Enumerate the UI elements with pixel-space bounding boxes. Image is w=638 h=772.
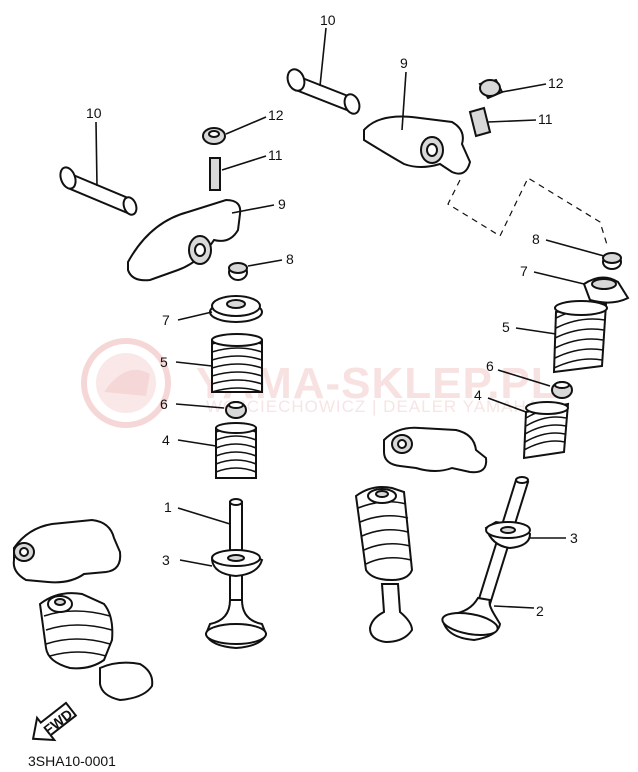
callout-3-right: 3: [570, 530, 578, 546]
valve-seat-right: [484, 520, 532, 550]
valve-seal-left: [225, 401, 247, 419]
callout-12-left: 12: [268, 107, 284, 123]
callout-7-right: 7: [520, 263, 528, 279]
callout-4-right: 4: [474, 387, 482, 403]
callout-5-left: 5: [160, 354, 168, 370]
callout-6-right: 6: [486, 358, 494, 374]
valve-cap-right: [602, 252, 622, 270]
watermark-sub-text: WOJCIECHOWICZ | DEALER YAMAHA: [206, 397, 539, 416]
valve-assembly-reference-center: [354, 486, 414, 644]
rocker-arm-left: [127, 198, 242, 282]
valve-assembly-reference-left: [38, 592, 154, 702]
assembly-guide-dashed: [447, 177, 609, 249]
spring-retainer-left: [209, 295, 263, 323]
rocker-arm-right: [363, 115, 472, 175]
valve-seal-right: [551, 381, 573, 399]
inner-spring-left: [215, 422, 257, 479]
callout-9-top: 9: [400, 55, 408, 71]
callout-7-left: 7: [162, 312, 170, 328]
outer-spring-right: [552, 300, 608, 374]
adjuster-screw-left: [209, 157, 221, 191]
valve-right: [441, 476, 530, 642]
callout-10-left: 10: [86, 105, 102, 121]
adjuster-screw-right: [468, 106, 492, 138]
callout-6-left: 6: [160, 396, 168, 412]
forward-direction-arrow: FWD: [31, 701, 78, 742]
callout-10-top: 10: [320, 12, 336, 28]
valve-seat-left: [210, 549, 264, 578]
inner-spring-right: [522, 401, 570, 460]
rocker-arm-reference-center: [383, 426, 488, 474]
callout-3-left: 3: [162, 552, 170, 568]
callout-8-left: 8: [286, 251, 294, 267]
rocker-shaft-left: [59, 166, 138, 216]
adjuster-nut-right: [478, 78, 504, 100]
rocker-arm-reference-left: [12, 518, 122, 584]
adjuster-nut-left: [202, 127, 226, 145]
footer-code: 3SHA10-0001: [28, 753, 116, 767]
watermark-logo-icon: [81, 338, 171, 428]
outer-spring-left: [211, 333, 263, 393]
watermark: YAMA-SKLEP.PL WOJCIECHOWICZ | DEALER YAM…: [81, 338, 558, 428]
callout-4-left: 4: [162, 432, 170, 448]
spring-retainer-right: [582, 276, 630, 304]
valve-cap-left: [228, 262, 248, 281]
callout-12-right: 12: [548, 75, 564, 91]
callout-8-right: 8: [532, 231, 540, 247]
callout-11-right: 11: [538, 111, 553, 127]
callout-1: 1: [164, 499, 172, 515]
callout-11-left: 11: [268, 147, 283, 163]
callout-5-right: 5: [502, 319, 510, 335]
rocker-shaft-top: [286, 68, 361, 115]
callout-9-left: 9: [278, 196, 286, 212]
callout-2: 2: [536, 603, 544, 619]
